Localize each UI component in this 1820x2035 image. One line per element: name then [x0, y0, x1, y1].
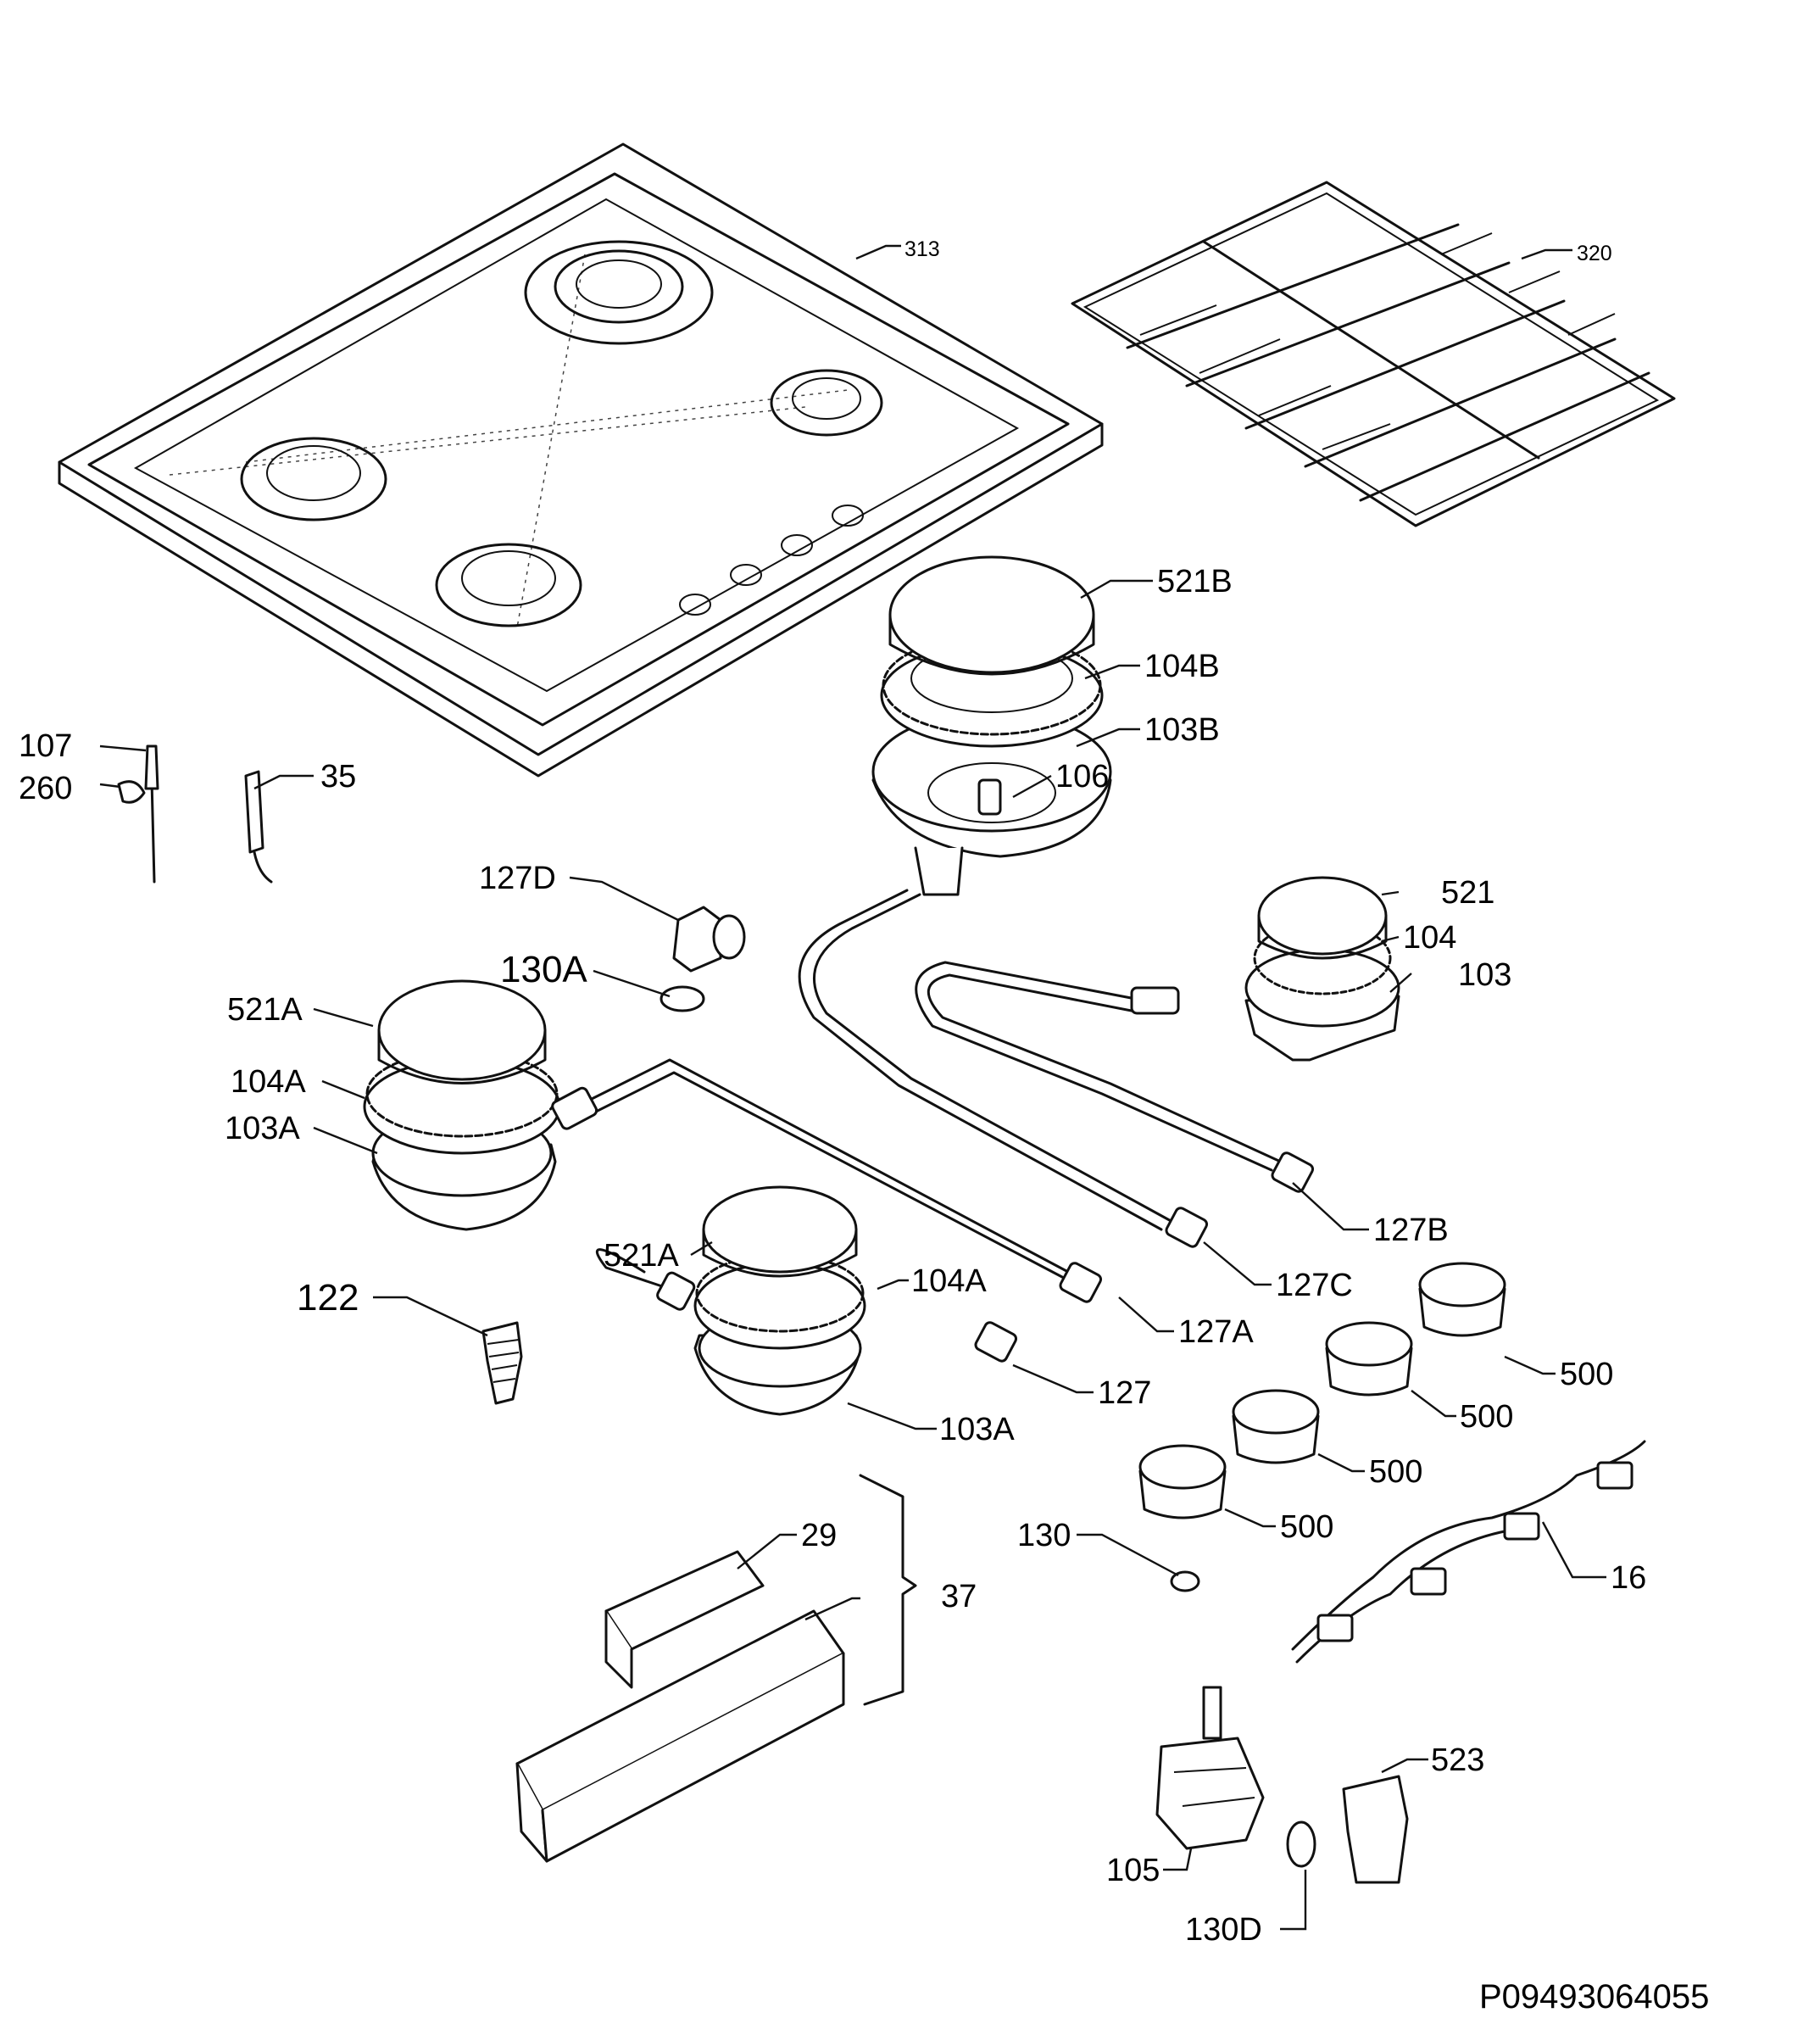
part-labels: 313 320 521B 104B 103B 106 107 260 35 12… — [19, 237, 1709, 2015]
label-521A-front: 521A — [604, 1238, 679, 1274]
label-16: 16 — [1611, 1560, 1646, 1596]
label-500-1: 500 — [1280, 1509, 1333, 1545]
label-130A: 130A — [500, 949, 587, 990]
label-500-2: 500 — [1369, 1454, 1422, 1490]
label-130: 130 — [1017, 1518, 1071, 1553]
label-521A-left: 521A — [227, 992, 303, 1028]
label-127: 127 — [1098, 1375, 1151, 1411]
label-37: 37 — [941, 1579, 977, 1614]
label-103A-left: 103A — [225, 1111, 300, 1146]
label-313: 313 — [904, 237, 940, 261]
hob-burner-opening-front — [435, 543, 582, 627]
spark-generator-assembly — [515, 1609, 845, 1863]
washer-130D — [1286, 1820, 1316, 1868]
hob-burner-opening-left — [240, 437, 387, 521]
gas-pipes — [551, 889, 1315, 1363]
washer-130A — [660, 985, 705, 1012]
coupling-127 — [974, 1321, 1018, 1363]
burner-assembly-front — [693, 1185, 866, 1416]
label-104A-left: 104A — [231, 1064, 306, 1100]
washer-130 — [1170, 1570, 1200, 1592]
label-122: 122 — [297, 1277, 359, 1319]
label-320: 320 — [1577, 242, 1612, 265]
fitting-122 — [481, 1321, 523, 1405]
control-knob-3 — [1325, 1321, 1413, 1397]
control-knob-1 — [1138, 1444, 1227, 1519]
control-knob-2 — [1232, 1389, 1320, 1464]
label-103: 103 — [1458, 957, 1511, 993]
label-105: 105 — [1106, 1853, 1160, 1888]
clip-260 — [117, 780, 146, 804]
knob-hole-1 — [679, 594, 711, 616]
label-127C: 127C — [1276, 1268, 1353, 1303]
label-29: 29 — [801, 1518, 837, 1553]
label-104: 104 — [1403, 920, 1456, 956]
spark-plug-35 — [244, 770, 273, 884]
gas-tap-105 — [1155, 1686, 1265, 1850]
hob-top-plate — [58, 142, 1104, 778]
label-500-4: 500 — [1560, 1357, 1613, 1392]
hob-burner-opening-right — [770, 369, 883, 437]
diagram-code: P09493064055 — [1479, 1978, 1709, 2015]
label-523: 523 — [1431, 1742, 1484, 1778]
knob-hole-3 — [781, 534, 813, 556]
label-521: 521 — [1441, 875, 1494, 911]
label-127A: 127A — [1178, 1314, 1254, 1350]
knob-hole-4 — [832, 505, 864, 527]
knob-hole-2 — [730, 564, 762, 586]
label-104B: 104B — [1144, 649, 1220, 684]
label-103B: 103B — [1144, 712, 1220, 748]
label-127B: 127B — [1373, 1213, 1449, 1248]
elbow-fitting-127D — [672, 906, 746, 973]
label-35: 35 — [320, 759, 356, 794]
injector-106 — [977, 778, 1002, 816]
label-127D: 127D — [479, 861, 556, 896]
spark-generator-29 — [604, 1550, 765, 1689]
label-521B: 521B — [1157, 564, 1233, 599]
label-103A-front: 103A — [939, 1412, 1015, 1447]
thermocouple-107 — [144, 744, 159, 884]
pan-support-grid — [1071, 181, 1676, 527]
control-knob-4 — [1418, 1262, 1506, 1337]
leader-lines — [99, 244, 1606, 1931]
clip-523 — [1342, 1775, 1409, 1884]
label-107: 107 — [19, 728, 72, 764]
hob-burner-opening-large — [524, 240, 714, 345]
burner-assembly-left — [363, 979, 561, 1231]
ignition-harness-16 — [1291, 1440, 1646, 1664]
label-260: 260 — [19, 771, 72, 806]
label-500-3: 500 — [1460, 1399, 1513, 1435]
burner-assembly-small — [1244, 876, 1400, 1062]
label-104A-front: 104A — [911, 1263, 987, 1299]
bracket-37 — [859, 1474, 917, 1706]
label-106: 106 — [1055, 759, 1109, 794]
label-130D: 130D — [1185, 1912, 1262, 1948]
burner-assembly-large — [871, 555, 1112, 896]
